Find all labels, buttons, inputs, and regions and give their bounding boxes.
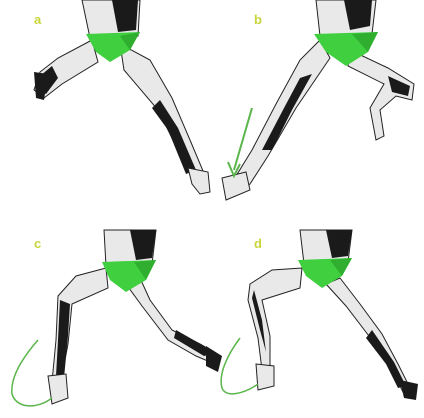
panel-a-figure xyxy=(34,0,210,194)
panel-b-figure xyxy=(222,0,414,200)
panel-d-figure xyxy=(221,230,418,400)
panel-c-figure xyxy=(12,230,222,406)
